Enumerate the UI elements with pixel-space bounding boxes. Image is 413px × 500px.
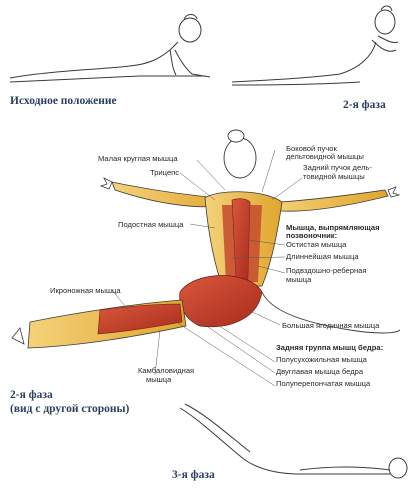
label-deltoid-lateral-1: Боковой пучок [286, 144, 337, 153]
label-triceps: Трицепс [150, 168, 180, 177]
figure-phase3 [179, 403, 408, 479]
label-iliocostalis-2: мышца [286, 275, 312, 284]
label-semitendinosus: Полусухожильная мышца [276, 355, 367, 364]
label-longissimus: Длиннейшая мышца [286, 252, 359, 261]
label-deltoid-lateral-2: дельтовидной мышцы [286, 152, 364, 161]
label-deltoid-posterior-1: Задний пучок дель- [303, 163, 372, 172]
label-iliocostalis-1: Подвздошно-реберная [286, 266, 367, 275]
label-spinalis: Остистая мышца [286, 240, 347, 249]
label-erector-1: Мышца, выпрямляющая [286, 223, 380, 232]
label-gastrocnemius: Икроножная мышца [50, 286, 121, 295]
caption-phase2-top: 2-я фаза [343, 99, 386, 111]
leader-lines [111, 149, 303, 387]
label-teres-minor: Малая круглая мышца [98, 154, 178, 163]
label-soleus-1: Камбаловидная [138, 366, 195, 375]
label-biceps-femoris: Двуглавая мышца бедра [276, 367, 364, 376]
caption-phase3: 3-я фаза [172, 469, 215, 481]
caption-phase2-side-2: (вид с другой стороны) [10, 403, 130, 415]
label-erector-2: позвоночник: [286, 231, 338, 240]
label-semimembranosus: Полуперепончатая мышца [276, 379, 371, 388]
label-deltoid-posterior-2: товидной мышцы [303, 172, 365, 181]
label-soleus-2: мышца [146, 375, 172, 384]
caption-start-position: Исходное положение [10, 95, 117, 107]
figure-phase2-top [231, 5, 399, 86]
label-infraspinatus: Подостная мышца [118, 220, 184, 229]
label-gluteus-maximus: Большая ягодичная мышца [282, 321, 380, 330]
caption-phase2-side-1: 2-я фаза [10, 389, 53, 401]
figure-start-position [9, 14, 211, 83]
figure-phase2-main [11, 129, 401, 349]
label-hamstrings: Задняя группа мышц бедра: [276, 343, 384, 352]
